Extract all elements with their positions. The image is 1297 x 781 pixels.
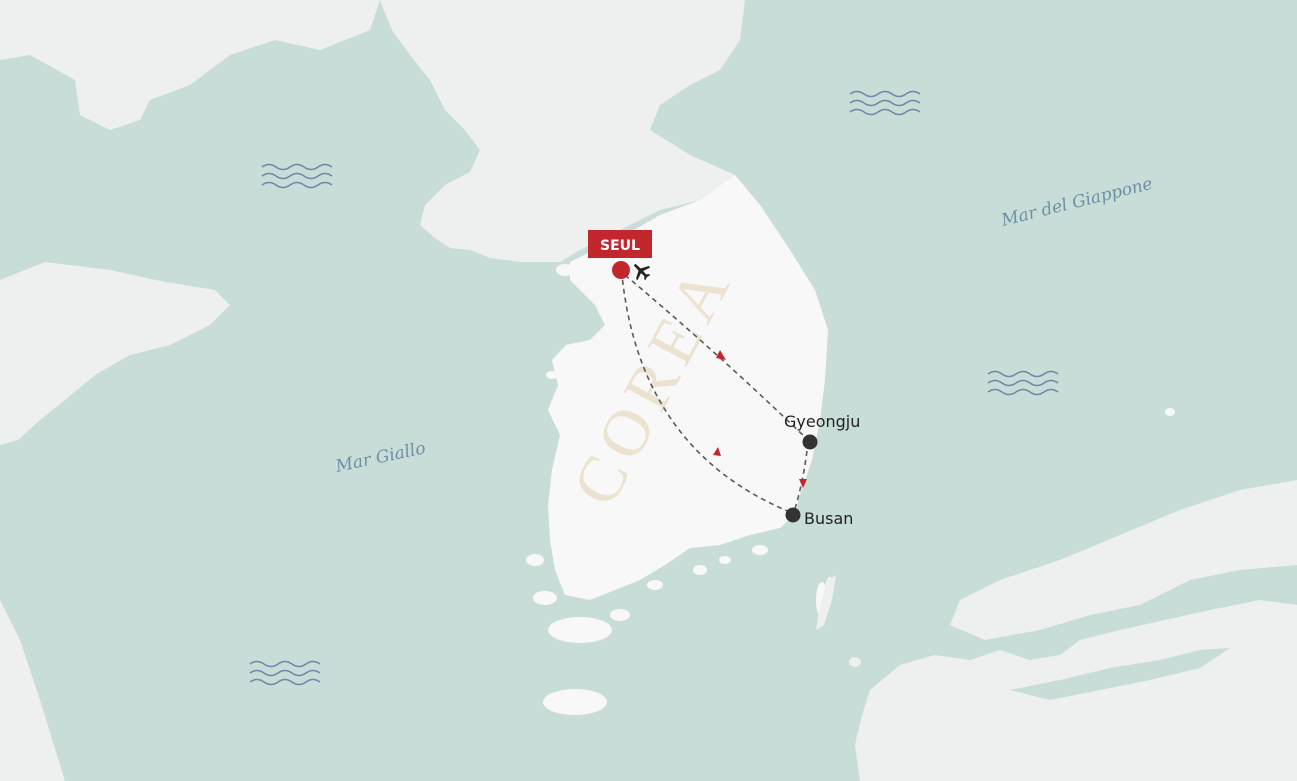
city-marker-busan[interactable]: Busan [785,507,854,529]
tour-route [621,274,809,513]
mainland-southwest [0,600,65,781]
south-korea [548,175,828,600]
route-arrow [799,479,807,488]
city-label-gyeongju: Gyeongju [784,412,860,431]
airplane-icon [633,263,651,281]
mainland-north [380,0,745,262]
tsushima-island [816,575,836,630]
route-busan-seoul [621,274,791,513]
japan-honshu [950,480,1297,640]
city-dot [802,434,818,450]
shandong-peninsula [0,262,230,445]
city-dot [785,507,801,523]
capital-label-box [588,230,652,258]
mainland-northwest [0,0,380,130]
capital-dot [612,261,630,279]
iki-island [849,657,861,667]
route-seoul-gyeongju [624,274,809,441]
city-marker-gyeongju[interactable]: Gyeongju [784,412,860,450]
capital-marker-seoul[interactable]: SEUL [588,230,654,284]
route-arrow [713,447,721,456]
seto-inland-sea [1010,648,1230,700]
city-label-busan: Busan [804,509,853,528]
route-arrow [716,350,726,360]
route-gyeongju-busan [793,441,809,513]
capital-label: SEUL [600,238,640,254]
